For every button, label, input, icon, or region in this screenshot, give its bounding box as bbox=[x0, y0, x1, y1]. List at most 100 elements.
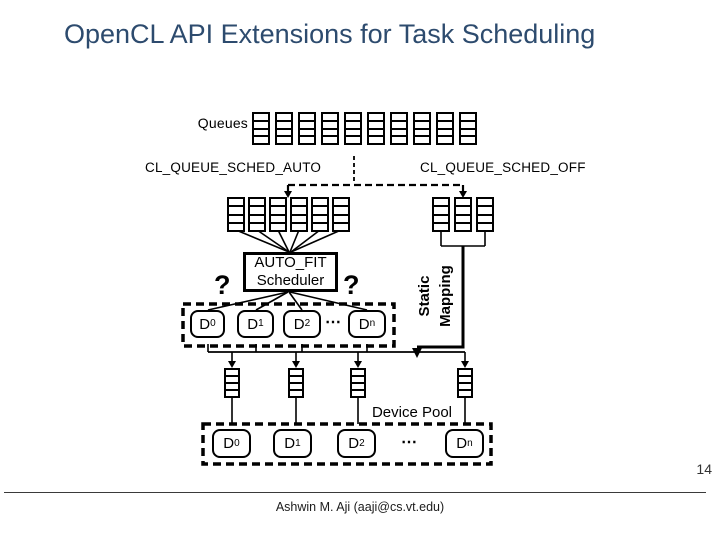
queue-cell bbox=[226, 391, 238, 396]
queue-cell bbox=[290, 377, 302, 384]
queue-cell bbox=[323, 130, 337, 138]
queue-cell bbox=[392, 137, 406, 143]
queue-icon bbox=[476, 197, 494, 232]
queue-cell bbox=[254, 137, 268, 143]
queue-cell bbox=[459, 384, 471, 391]
queue-cell bbox=[478, 224, 492, 230]
queue-cell bbox=[313, 216, 327, 224]
queue-cell bbox=[459, 377, 471, 384]
queue-cell bbox=[369, 137, 383, 143]
queue-cell bbox=[461, 114, 475, 122]
queue-icon bbox=[454, 197, 472, 232]
queue-cell bbox=[229, 199, 243, 208]
queue-cell bbox=[290, 391, 302, 396]
queue-cell bbox=[229, 207, 243, 216]
queue-cell bbox=[226, 370, 238, 377]
queue-cell bbox=[250, 199, 264, 208]
queue-cell bbox=[292, 216, 306, 224]
queue-cell bbox=[226, 384, 238, 391]
queue-cell bbox=[352, 384, 364, 391]
device-queue-stack bbox=[457, 368, 473, 398]
footer-text: Ashwin M. Aji (aaji@cs.vt.edu) bbox=[275, 500, 445, 514]
queue-cell bbox=[392, 122, 406, 130]
queue-icon bbox=[321, 112, 339, 145]
queue-cell bbox=[271, 224, 285, 230]
queue-cell bbox=[250, 216, 264, 224]
queue-cell bbox=[300, 122, 314, 130]
device-queue-stack bbox=[350, 368, 366, 398]
queue-cell bbox=[392, 114, 406, 122]
queue-cell bbox=[434, 207, 448, 216]
queue-cell bbox=[478, 207, 492, 216]
queue-cell bbox=[352, 391, 364, 396]
device-queue-stack bbox=[224, 368, 240, 398]
queue-cell bbox=[415, 130, 429, 138]
queue-cell bbox=[334, 216, 348, 224]
queue-cell bbox=[300, 130, 314, 138]
queue-cell bbox=[254, 114, 268, 122]
queue-cell bbox=[277, 122, 291, 130]
scheduler-label-line1: AUTO_FIT bbox=[254, 254, 327, 271]
queue-icon bbox=[252, 112, 270, 145]
queue-cell bbox=[415, 114, 429, 122]
queue-cell bbox=[271, 207, 285, 216]
queue-cell bbox=[323, 114, 337, 122]
queue-cell bbox=[313, 207, 327, 216]
queue-cell bbox=[323, 122, 337, 130]
queue-cell bbox=[277, 130, 291, 138]
auto-fit-scheduler-box: AUTO_FIT Scheduler bbox=[243, 252, 338, 292]
queue-cell bbox=[334, 224, 348, 230]
queue-cell bbox=[334, 207, 348, 216]
queue-cell bbox=[346, 122, 360, 130]
queue-icon bbox=[290, 197, 308, 232]
static-mapping-line1: Static bbox=[416, 275, 433, 317]
queue-cell bbox=[392, 130, 406, 138]
queue-icon bbox=[311, 197, 329, 232]
queue-cell bbox=[229, 224, 243, 230]
queue-cell bbox=[352, 377, 364, 384]
queue-cell bbox=[369, 114, 383, 122]
queue-cell bbox=[254, 130, 268, 138]
queue-cell bbox=[290, 384, 302, 391]
question-mark-left: ? bbox=[214, 270, 231, 300]
queue-cell bbox=[346, 130, 360, 138]
queue-icon bbox=[436, 112, 454, 145]
queue-cell bbox=[478, 216, 492, 224]
queue-cell bbox=[254, 122, 268, 130]
queue-icon bbox=[390, 112, 408, 145]
queues-label: Queues bbox=[197, 115, 248, 131]
queue-cell bbox=[290, 370, 302, 377]
queue-icon bbox=[413, 112, 431, 145]
queue-icon bbox=[432, 197, 450, 232]
queue-cell bbox=[323, 137, 337, 143]
queue-cell bbox=[456, 224, 470, 230]
queue-cell bbox=[352, 370, 364, 377]
queue-cell bbox=[456, 216, 470, 224]
question-mark-right: ? bbox=[343, 270, 360, 300]
queue-cell bbox=[434, 216, 448, 224]
queue-cell bbox=[292, 199, 306, 208]
queue-icon bbox=[248, 197, 266, 232]
queue-cell bbox=[438, 137, 452, 143]
sched-off-label: CL_QUEUE_SCHED_OFF bbox=[420, 160, 586, 175]
queue-cell bbox=[459, 391, 471, 396]
queue-icon bbox=[344, 112, 362, 145]
queue-cell bbox=[459, 370, 471, 377]
queue-cell bbox=[438, 122, 452, 130]
queue-cell bbox=[456, 199, 470, 208]
queue-cell bbox=[250, 207, 264, 216]
off-queue-group bbox=[432, 197, 494, 232]
queue-icon bbox=[269, 197, 287, 232]
queue-cell bbox=[438, 114, 452, 122]
page-number: 14 bbox=[696, 461, 712, 477]
queue-cell bbox=[292, 207, 306, 216]
static-mapping-line2: Mapping bbox=[437, 265, 454, 327]
top-queue-row bbox=[252, 112, 477, 145]
